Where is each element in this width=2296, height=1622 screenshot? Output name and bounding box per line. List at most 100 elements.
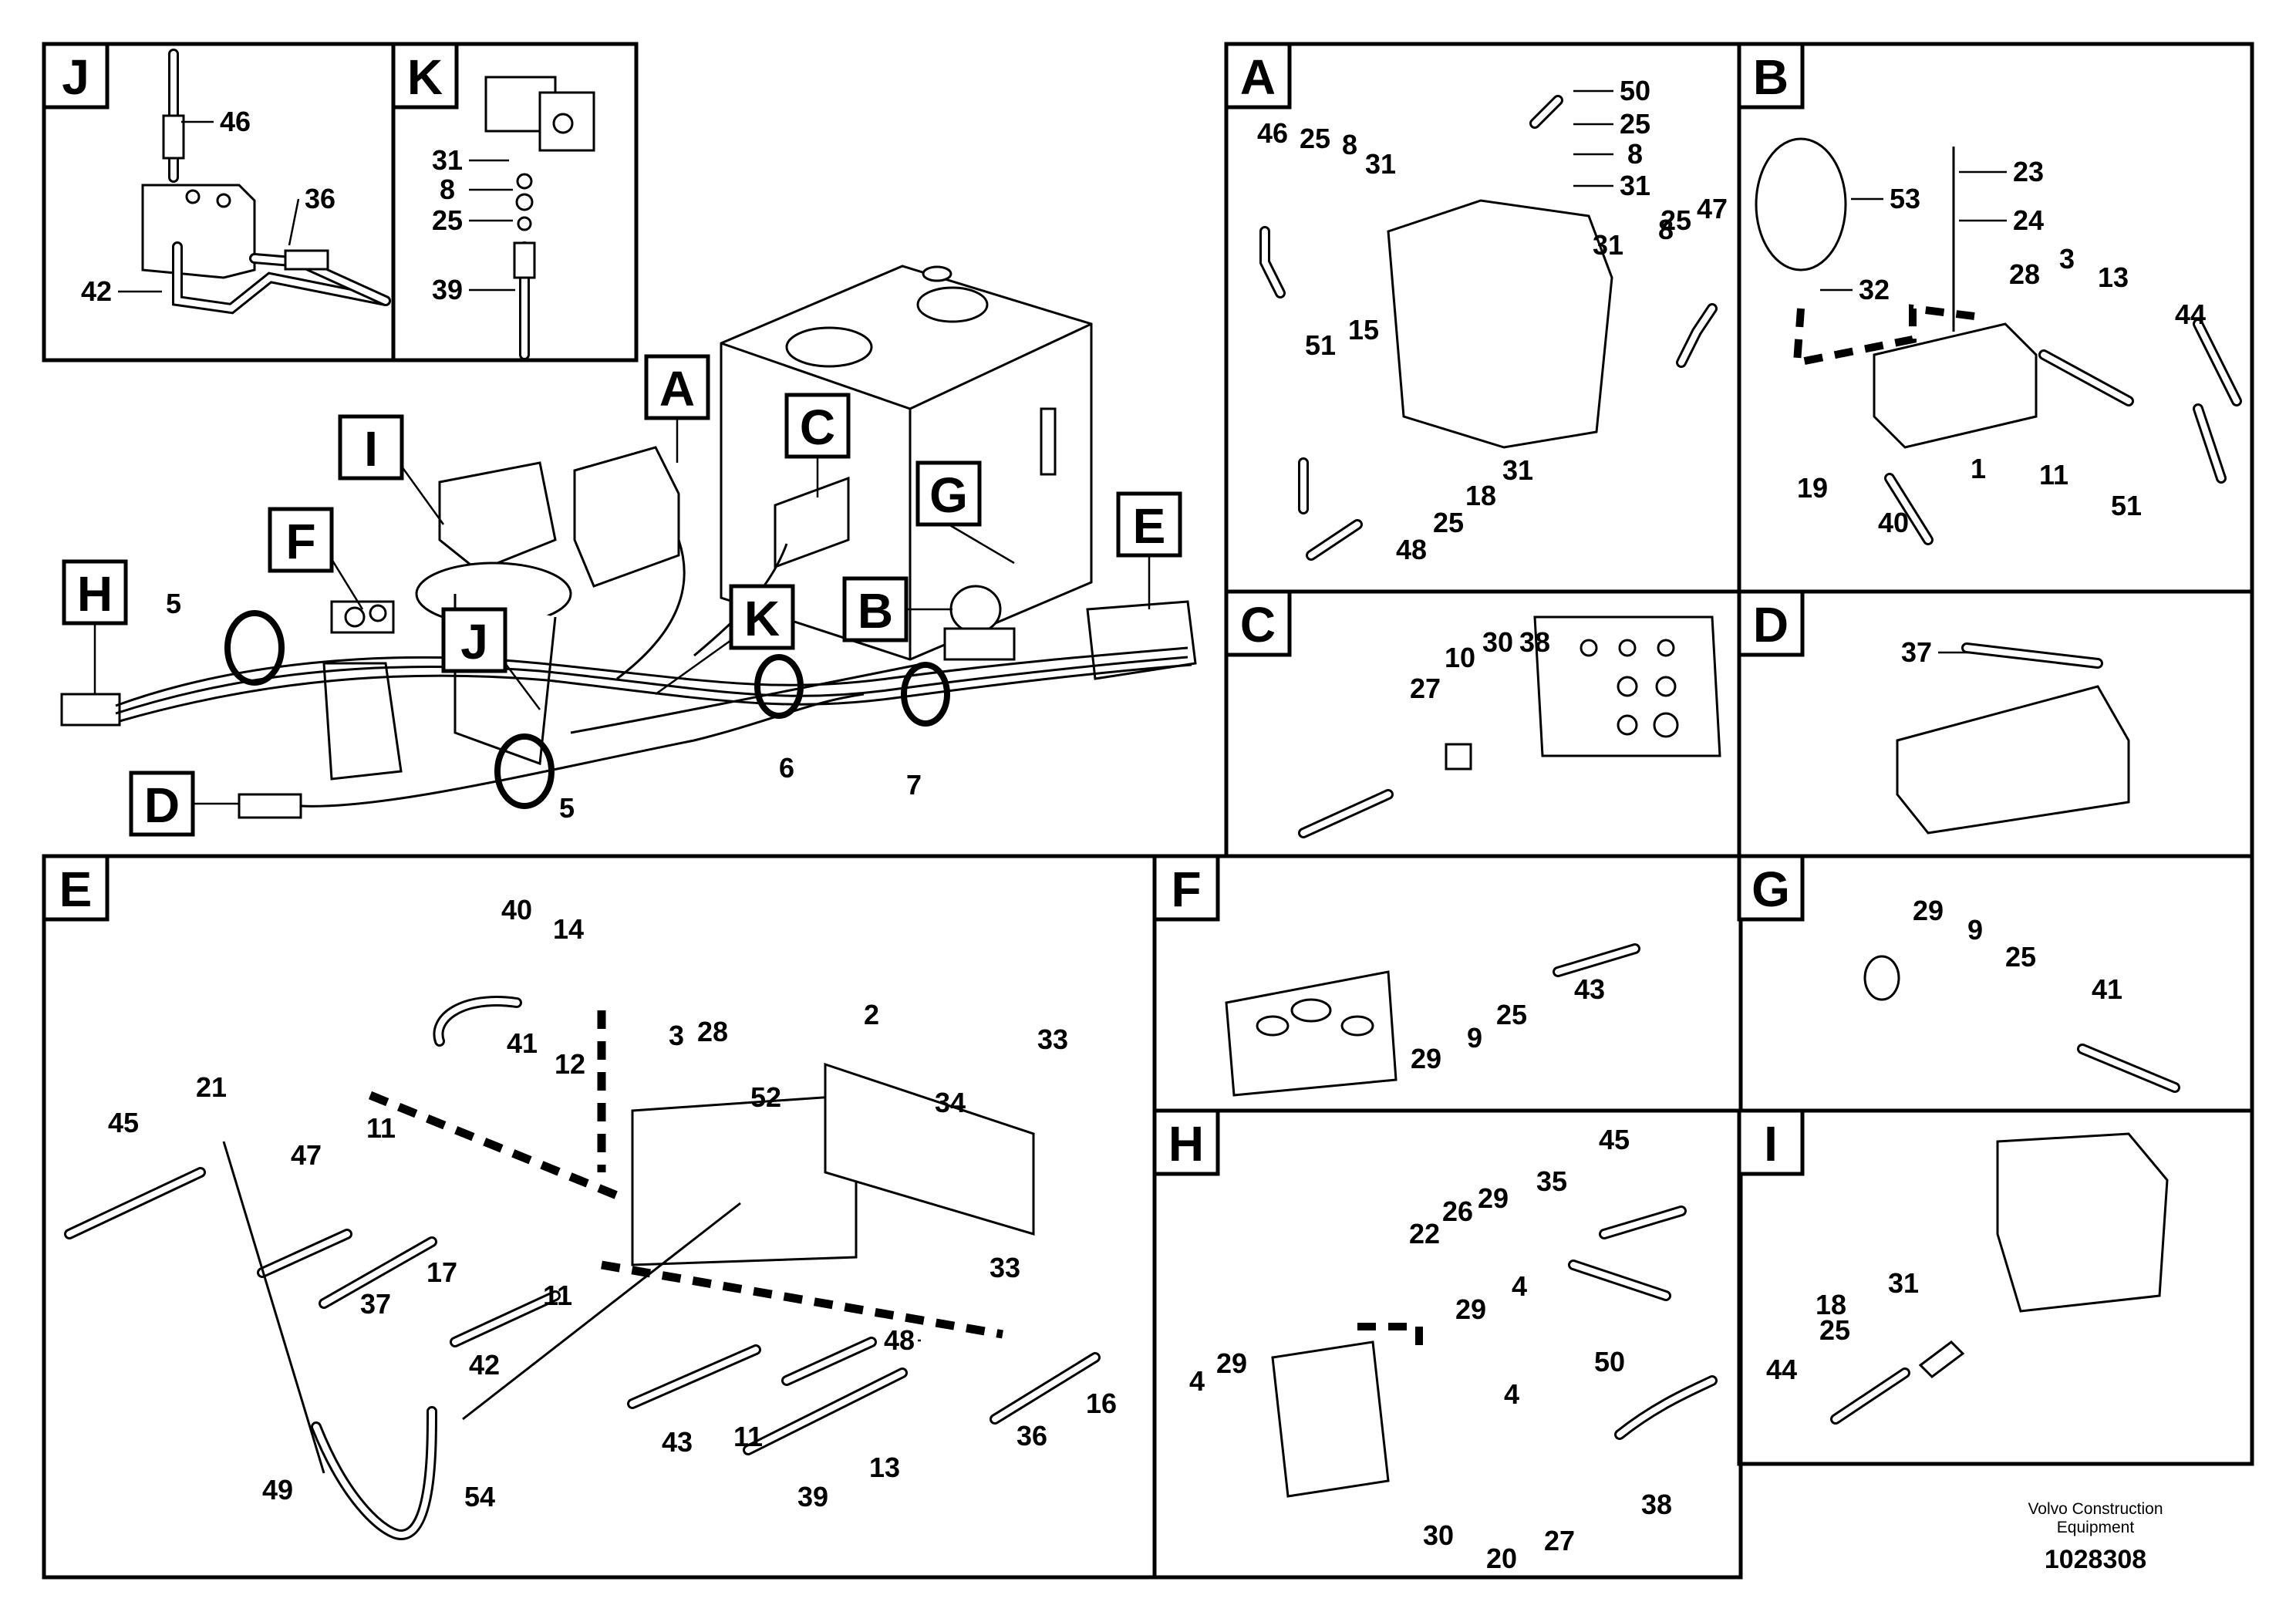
part-number-a-2: 8	[1627, 138, 1643, 170]
part-number-a-0: 50	[1620, 75, 1650, 106]
callout-g-box	[915, 460, 982, 527]
part-number-h-9: 29	[1216, 1347, 1247, 1379]
part-number-e-21: 11	[733, 1421, 763, 1452]
part-number-b-7: 32	[1859, 274, 1890, 305]
callout-j: J	[460, 614, 488, 669]
callout-h-box	[62, 559, 128, 626]
part-number-e-22: 13	[869, 1452, 900, 1483]
part-number-i-2: 25	[1819, 1314, 1850, 1346]
overview-loop-label-2: 7	[906, 769, 922, 801]
part-number-h-4: 29	[1478, 1182, 1509, 1214]
panel-i-tag: I	[1737, 1108, 1805, 1176]
part-number-e-11: 21	[196, 1071, 227, 1103]
callout-k: K	[744, 591, 780, 646]
callout-e: E	[1133, 498, 1166, 554]
part-number-a-1: 25	[1620, 108, 1650, 140]
part-number-k-1: 8	[440, 174, 455, 205]
part-number-e-1: 14	[553, 913, 584, 945]
callout-g: G	[929, 467, 968, 523]
part-number-a-17: 48	[1396, 534, 1427, 565]
callout-d: D	[144, 777, 180, 833]
part-number-b-5: 13	[2098, 261, 2129, 293]
panel-h-tag: H	[1152, 1108, 1220, 1176]
part-number-e-18: 33	[990, 1252, 1020, 1283]
part-number-e-26: 54	[464, 1481, 495, 1512]
part-number-h-11: 30	[1423, 1519, 1454, 1551]
part-number-d-0: 37	[1901, 636, 1932, 668]
part-number-h-3: 26	[1442, 1195, 1473, 1227]
part-number-g-1: 9	[1967, 914, 1983, 946]
panel-h-letter: H	[1168, 1116, 1204, 1172]
callout-h: H	[77, 566, 113, 622]
part-number-e-19: 48	[884, 1324, 915, 1356]
part-number-c-1: 10	[1445, 642, 1475, 673]
part-number-k-2: 25	[432, 204, 463, 236]
part-number-k-3: 39	[432, 274, 463, 305]
callout-k-box	[729, 584, 795, 650]
drawing-number: 1028308	[2044, 1545, 2147, 1574]
panel-h-drawing	[1271, 1206, 1718, 1498]
part-number-a-16: 25	[1433, 507, 1464, 538]
part-number-e-25: 49	[262, 1474, 293, 1506]
part-number-e-12: 11	[366, 1112, 396, 1144]
callout-j-box	[441, 607, 507, 673]
part-number-f-1: 29	[1411, 1043, 1441, 1074]
part-number-c-2: 30	[1482, 626, 1513, 658]
panel-a-tag: A	[1224, 42, 1292, 110]
part-number-a-11: 47	[1697, 193, 1728, 224]
part-number-e-6: 41	[507, 1027, 538, 1059]
part-number-h-14: 38	[1641, 1489, 1672, 1520]
callout-a: A	[659, 361, 695, 416]
part-number-g-2: 25	[2005, 941, 2036, 973]
panel-a-letter: A	[1240, 49, 1276, 105]
panel-j-tag: J	[42, 42, 110, 110]
part-number-e-15: 37	[360, 1288, 391, 1320]
part-number-h-13: 27	[1544, 1525, 1575, 1556]
part-number-e-17: 11	[543, 1280, 572, 1311]
panel-c-letter: C	[1240, 597, 1276, 653]
part-number-c-0: 27	[1410, 673, 1441, 704]
part-number-b-9: 11	[2039, 459, 2068, 491]
panel-j-frame	[42, 42, 639, 363]
callout-i-box	[338, 414, 404, 481]
panel-e-tag: E	[42, 854, 110, 922]
part-number-e-13: 47	[291, 1139, 322, 1171]
part-number-j-1: 36	[305, 183, 335, 214]
panel-c-tag: C	[1224, 589, 1292, 657]
panel-a-drawing	[1259, 95, 1718, 561]
callout-b: B	[858, 583, 893, 639]
part-number-i-3: 44	[1766, 1354, 1797, 1385]
part-number-a-13: 51	[1305, 329, 1336, 361]
company-name-line1: Volvo Construction	[2028, 1500, 2163, 1518]
part-number-e-2: 3	[669, 1020, 684, 1051]
company-name-line2: Equipment	[2056, 1519, 2135, 1536]
panel-e-letter: E	[59, 862, 93, 917]
part-number-e-20: 43	[662, 1426, 693, 1458]
part-number-h-6: 29	[1455, 1293, 1486, 1325]
panel-g-letter: G	[1752, 862, 1790, 917]
part-number-b-4: 3	[2059, 243, 2075, 275]
panel-i-frame	[1737, 1108, 2254, 1466]
part-number-a-5: 25	[1300, 123, 1330, 154]
part-number-e-9: 34	[935, 1087, 966, 1118]
callout-i: I	[364, 421, 378, 477]
part-number-e-4: 2	[864, 999, 879, 1030]
part-number-g-3: 41	[2092, 973, 2122, 1005]
part-number-e-7: 12	[555, 1048, 585, 1080]
part-number-a-3: 31	[1620, 170, 1650, 201]
panel-b-letter: B	[1753, 49, 1789, 105]
overview-loop-label-1: 6	[779, 752, 794, 784]
part-number-e-16: 42	[469, 1349, 500, 1381]
part-number-b-10: 19	[1797, 472, 1828, 504]
part-number-e-24: 16	[1086, 1388, 1117, 1419]
overview-drawing	[60, 265, 1197, 819]
panel-d-tag: D	[1737, 589, 1805, 657]
part-number-e-27: 39	[797, 1481, 828, 1512]
part-number-j-0: 46	[220, 106, 251, 137]
part-number-a-6: 8	[1342, 129, 1357, 160]
panel-e-drawing	[64, 996, 1101, 1541]
panel-k-drawing	[484, 76, 595, 360]
part-number-f-0: 43	[1574, 973, 1605, 1005]
